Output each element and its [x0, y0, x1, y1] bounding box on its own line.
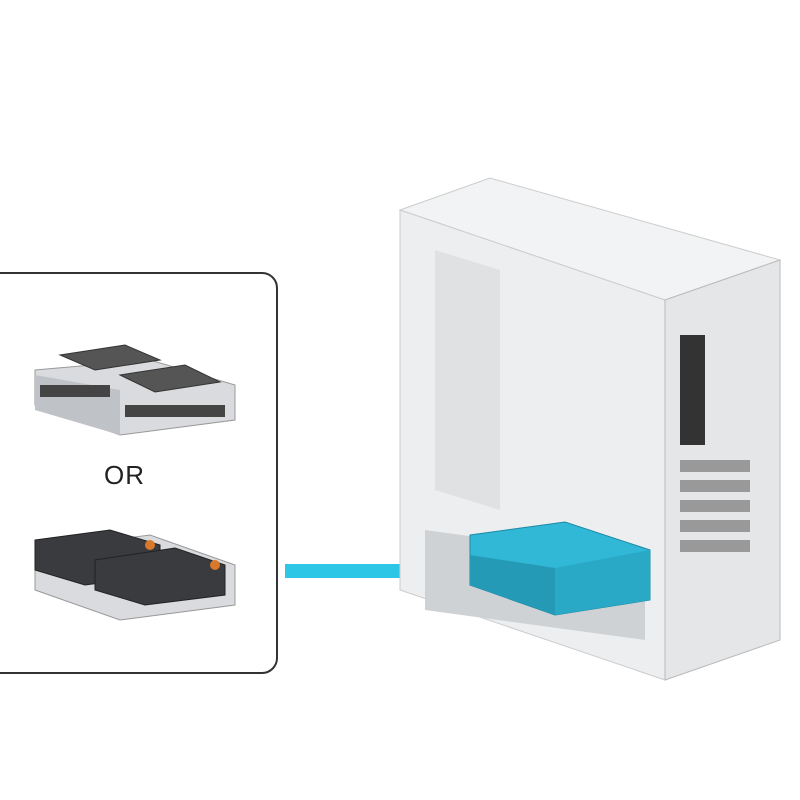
or-label: OR [104, 460, 145, 490]
pc-case-image [398, 177, 782, 681]
ssd-bracket-icon [34, 344, 236, 436]
hdd-bracket-icon [34, 529, 236, 621]
